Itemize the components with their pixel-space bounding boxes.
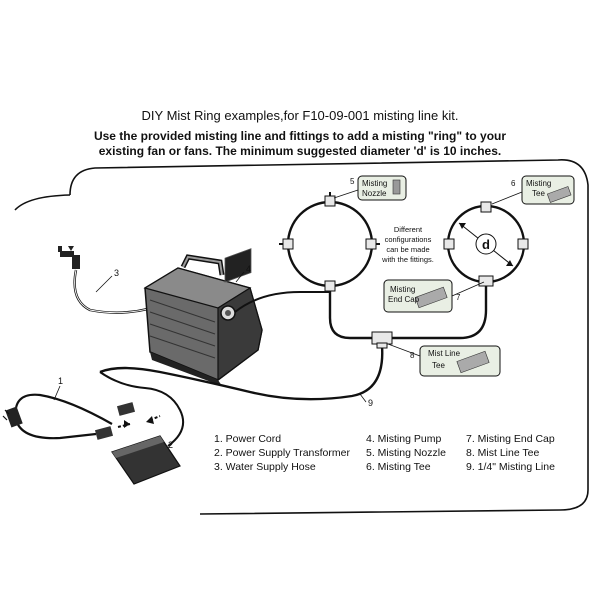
instructions-line-2: existing fan or fans. The minimum sugges… — [98, 144, 502, 158]
faucet-icon — [58, 246, 80, 269]
legend-item-8: 8. Mist Line Tee — [466, 447, 540, 459]
mist-line-tee-label-1: Mist Line — [428, 349, 461, 358]
callout-6: 6 — [511, 179, 516, 188]
pump-outlet-line — [234, 291, 330, 313]
legend-item-6: 6. Misting Tee — [366, 461, 431, 473]
end-cap-callout — [383, 279, 485, 313]
mist-line-tee-label-2: Tee — [432, 361, 445, 370]
misting-tee-label-2: Tee — [532, 189, 545, 198]
mist-ring-right: d — [443, 201, 529, 287]
note-line-4: with the fittings. — [381, 255, 434, 264]
misting-line-9 — [99, 345, 384, 401]
callout-5: 5 — [350, 177, 355, 186]
legend-item-4: 4. Misting Pump — [366, 433, 441, 445]
callout-1: 1 — [58, 376, 63, 386]
misting-line-ring2 — [392, 286, 488, 340]
callout-8: 8 — [410, 351, 415, 360]
callout-2: 2 — [168, 440, 173, 450]
note-line-1: Different — [394, 225, 423, 234]
instructions: Use the provided misting line and fittin… — [40, 129, 560, 159]
mist-ring-left — [279, 192, 380, 292]
callout-4: 4 — [246, 264, 251, 274]
end-cap-label-1: Misting — [390, 285, 415, 294]
callout-3: 3 — [114, 268, 119, 278]
mist-line-tee — [371, 331, 393, 349]
misting-tee-callout — [491, 175, 575, 205]
legend-item-7: 7. Misting End Cap — [466, 433, 555, 445]
misting-tee-label-1: Misting — [526, 179, 551, 188]
legend-item-1: 1. Power Cord — [214, 433, 281, 445]
misting-line-main — [328, 291, 372, 340]
misting-pump — [143, 248, 263, 386]
end-cap-label-2: End Cap — [388, 295, 420, 304]
legend-item-2: 2. Power Supply Transformer — [214, 447, 350, 459]
power-cord — [2, 393, 131, 440]
misting-nozzle-callout — [333, 175, 407, 201]
power-supply-transformer — [99, 371, 184, 485]
mist-line-tee-callout — [387, 343, 501, 377]
note-line-3: can be made — [386, 245, 429, 254]
callout-9: 9 — [368, 398, 373, 408]
legend-item-3: 3. Water Supply Hose — [214, 461, 316, 473]
outer-frame-left — [14, 194, 71, 211]
legend-item-5: 5. Misting Nozzle — [366, 447, 446, 459]
misting-nozzle-label-1: Misting — [362, 179, 387, 188]
instructions-line-1: Use the provided misting line and fittin… — [93, 129, 507, 143]
note-line-2: configurations — [385, 235, 432, 244]
outer-frame — [69, 159, 589, 515]
diagram-title: DIY Mist Ring examples,for F10-09-001 mi… — [141, 108, 459, 123]
callout-7: 7 — [456, 293, 461, 302]
diameter-label: d — [482, 237, 490, 252]
misting-nozzle-label-2: Nozzle — [362, 189, 387, 198]
legend: 1. Power Cord 2. Power Supply Transforme… — [214, 433, 555, 473]
legend-item-9: 9. 1/4" Misting Line — [466, 461, 555, 473]
